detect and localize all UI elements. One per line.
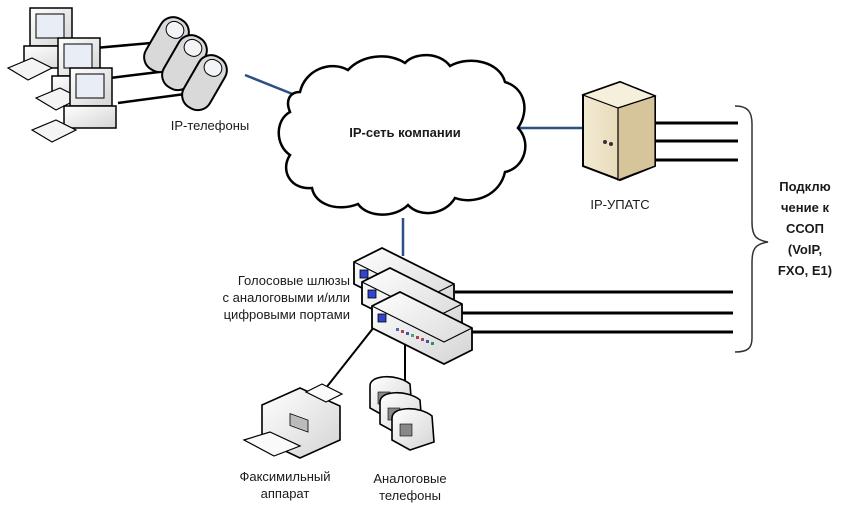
- ip-phones: [143, 16, 228, 112]
- analog-phones-label: Аналоговые телефоны: [360, 470, 460, 504]
- cloud-icon: [277, 53, 527, 216]
- pstn-label-line: (VoIP,: [787, 242, 823, 257]
- fax-label-line: Факсимильный: [239, 469, 331, 484]
- server-icon: [581, 80, 657, 182]
- cloud-label: IP-сеть компании: [349, 125, 461, 140]
- pstn-label: Подклю чение к ССОП (VoIP, FXO, E1): [768, 176, 842, 281]
- ip-phones-label: IP-телефоны: [170, 118, 250, 133]
- pstn-label-line: чение к: [781, 200, 829, 215]
- ip-phone-icon: [161, 34, 208, 92]
- pstn-label-line: ССОП: [786, 221, 824, 236]
- gateways: [353, 246, 473, 366]
- ip-phone-icon: [181, 54, 228, 112]
- gateway-icon: [371, 290, 473, 366]
- gateways-label-line: с аналоговыми и/или: [222, 290, 350, 305]
- gateways-label-line: цифровыми портами: [223, 307, 350, 322]
- analog-phone-icon: [391, 407, 435, 451]
- fax-label-line: аппарат: [260, 486, 310, 501]
- links: [94, 38, 738, 399]
- gateways-label-line: Голосовые шлюзы: [237, 273, 350, 288]
- analog-phones-label-line: телефоны: [379, 488, 441, 503]
- link-gateway-fax: [317, 321, 379, 399]
- pstn-brace: [734, 105, 769, 353]
- workstations: [6, 7, 117, 143]
- pstn-label-line: FXO, E1): [777, 263, 833, 278]
- analog-phones: [369, 375, 435, 451]
- port-leds: [396, 328, 434, 345]
- analog-phones-label-line: Аналоговые: [373, 471, 447, 486]
- fax-icon: [242, 383, 344, 459]
- gateways-label: Голосовые шлюзы с аналоговыми и/или цифр…: [180, 272, 350, 323]
- pstn-label-line: Подклю: [779, 179, 831, 194]
- fax-label: Факсимильный аппарат: [230, 468, 340, 502]
- link-phones-cloud: [244, 73, 296, 97]
- computer-icon: [30, 67, 117, 143]
- pbx-label: IP-УПАТС: [590, 197, 650, 212]
